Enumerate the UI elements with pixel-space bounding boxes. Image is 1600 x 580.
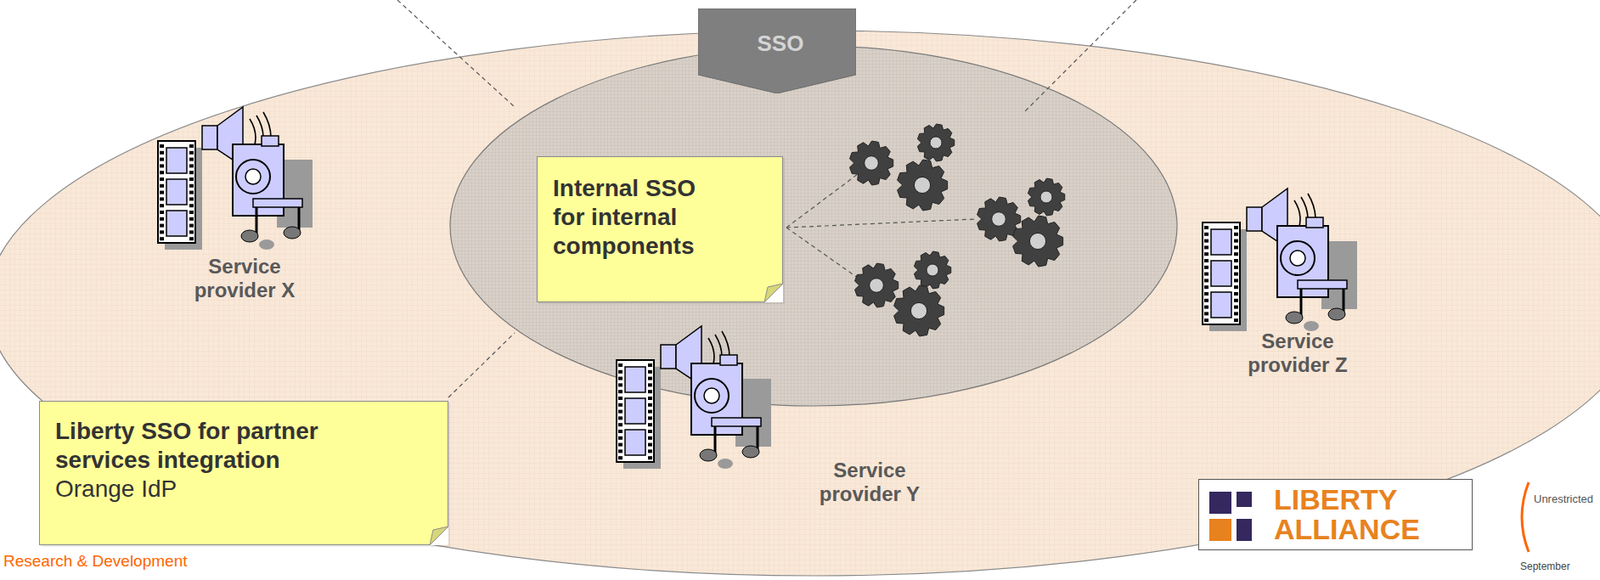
folded-corner <box>429 526 449 546</box>
media-icon <box>1202 188 1358 332</box>
media-icon <box>616 326 772 469</box>
gear <box>854 263 898 308</box>
gear <box>1027 178 1065 216</box>
orange-bracket <box>1521 482 1529 553</box>
note-subtext: Orange IdP <box>55 474 363 504</box>
gear <box>849 140 893 186</box>
gears <box>849 123 1065 337</box>
outer-ellipse <box>0 30 1600 576</box>
media-icon <box>157 107 313 250</box>
service-provider: Service provider Y <box>798 458 941 507</box>
logo-box: LIBERTY ALLIANCE <box>1198 478 1473 551</box>
logo-squares <box>1199 479 1268 552</box>
note-box: Liberty SSO for partner services integra… <box>39 400 449 546</box>
department-label: Research & Development <box>3 552 188 571</box>
note-box: Internal SSO for internal components <box>536 156 784 303</box>
date-label: September <box>1520 560 1571 573</box>
provider-name: Service provider Y <box>798 458 941 507</box>
service-provider: Service provider Z <box>1226 329 1370 378</box>
gear <box>913 251 951 289</box>
folded-corner <box>764 283 784 303</box>
sso-tab: SSO <box>698 8 863 94</box>
gear <box>894 285 945 337</box>
node-text: Liberty SSO for partner services integra… <box>55 416 363 475</box>
provider-name: Service provider Z <box>1226 329 1370 378</box>
logo-text: LIBERTY ALLIANCE <box>1273 484 1465 545</box>
gear <box>1013 215 1064 267</box>
gear <box>897 159 948 211</box>
node-text: SSO <box>698 30 863 57</box>
gear <box>917 123 954 162</box>
provider-name: Service provider X <box>173 254 316 303</box>
node-text: Internal SSO for internal components <box>552 174 723 261</box>
service-provider: Service provider X <box>173 254 316 303</box>
dashed-lines <box>397 0 1137 398</box>
classification-label: Unrestricted <box>1533 492 1594 506</box>
inner-ellipse <box>450 45 1178 406</box>
